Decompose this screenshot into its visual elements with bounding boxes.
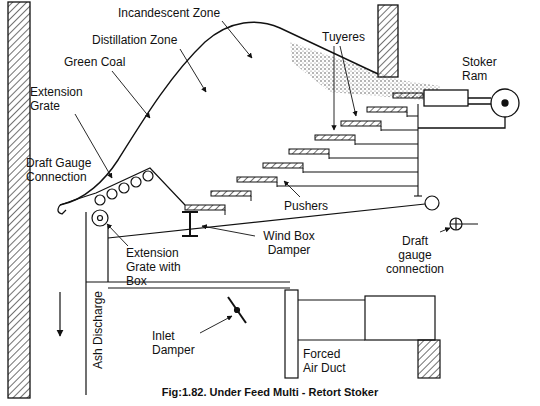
figure-caption: Fig:1.82. Under Feed Multi - Retort Stok…: [162, 386, 378, 399]
leader-lines: [59, 292, 60, 336]
leader-lines: [334, 46, 335, 130]
leader-lines: [202, 226, 255, 236]
part-label: Draft gauge connection: [384, 234, 446, 276]
coal-bed: [58, 205, 66, 214]
tuyere-steps: [211, 191, 251, 196]
tuyere-steps: [289, 149, 329, 154]
coal-bed: [60, 22, 378, 205]
tuyere-steps: [185, 93, 423, 215]
wind-box: [85, 212, 86, 395]
part-label: Incandescent Zone: [118, 6, 220, 20]
stoker-ram: [491, 89, 519, 117]
wind-box: [86, 196, 478, 395]
tuyere-steps: [263, 163, 303, 168]
extension-grate-rollers: [143, 171, 153, 181]
part-label: Tuyeres: [322, 30, 365, 44]
tuyere-steps: [315, 135, 355, 140]
part-label: Extension Grate with Box: [126, 246, 186, 288]
stoker-ram: [424, 90, 468, 106]
part-label: Stoker Ram: [462, 55, 504, 83]
leader-lines: [340, 46, 356, 116]
extension-grate-rollers: [131, 177, 141, 187]
part-label: Forced Air Duct: [303, 347, 355, 375]
part-label: Extension Grate: [30, 85, 90, 113]
coal-bed: [58, 22, 440, 214]
tuyere-steps: [225, 112, 407, 215]
wind-box: [425, 196, 439, 210]
leader-lines: [112, 71, 150, 118]
wind-box: [228, 297, 246, 323]
extension-grate-rollers: [98, 216, 103, 221]
pusher-rods: [417, 104, 418, 196]
tuyere-steps: [341, 121, 381, 126]
part-label: Pushers: [284, 199, 328, 213]
stoker-ram: [418, 89, 519, 128]
part-label: Wind Box Damper: [258, 229, 320, 257]
part-label: Distillation Zone: [92, 33, 177, 47]
wind-box: [107, 226, 108, 282]
walls: [378, 5, 398, 77]
wind-box: [418, 340, 440, 378]
walls: [8, 2, 30, 398]
pusher-rods: [277, 104, 422, 196]
stoker-ram: [418, 117, 505, 128]
tuyere-steps: [185, 205, 225, 210]
leader-lines: [284, 181, 300, 197]
extension-grate-rollers: [119, 183, 129, 193]
stoker-ram: [468, 98, 491, 104]
stoker-ram: [502, 100, 508, 106]
leader-lines: [440, 228, 450, 232]
wind-box: [235, 308, 240, 313]
part-label: Draft Gauge Connection: [26, 156, 102, 184]
leader-lines: [222, 21, 252, 58]
extension-grate-rollers: [95, 195, 105, 205]
part-label: Ash Discharge: [91, 291, 105, 369]
leader-lines: [107, 224, 128, 246]
wind-box: [182, 212, 198, 236]
extension-grate-rollers: [92, 171, 153, 226]
leader-lines: [200, 316, 232, 333]
tuyere-steps: [393, 93, 423, 98]
wind-box: [298, 300, 365, 340]
leader-lines: [60, 21, 450, 336]
pusher-rods: [277, 116, 418, 186]
extension-grate-rollers: [92, 210, 108, 226]
pusher-rods: [414, 195, 422, 196]
part-label: Green Coal: [64, 55, 125, 69]
tuyere-steps: [237, 177, 277, 182]
wind-box: [450, 218, 478, 230]
wind-box: [86, 282, 290, 288]
wind-box: [285, 290, 298, 378]
extension-grate-rollers: [107, 189, 117, 199]
part-label: Inlet Damper: [152, 329, 198, 357]
coal-bed: [290, 42, 440, 102]
wind-box: [365, 296, 435, 340]
tuyere-steps: [367, 107, 407, 112]
leader-lines: [180, 49, 206, 92]
